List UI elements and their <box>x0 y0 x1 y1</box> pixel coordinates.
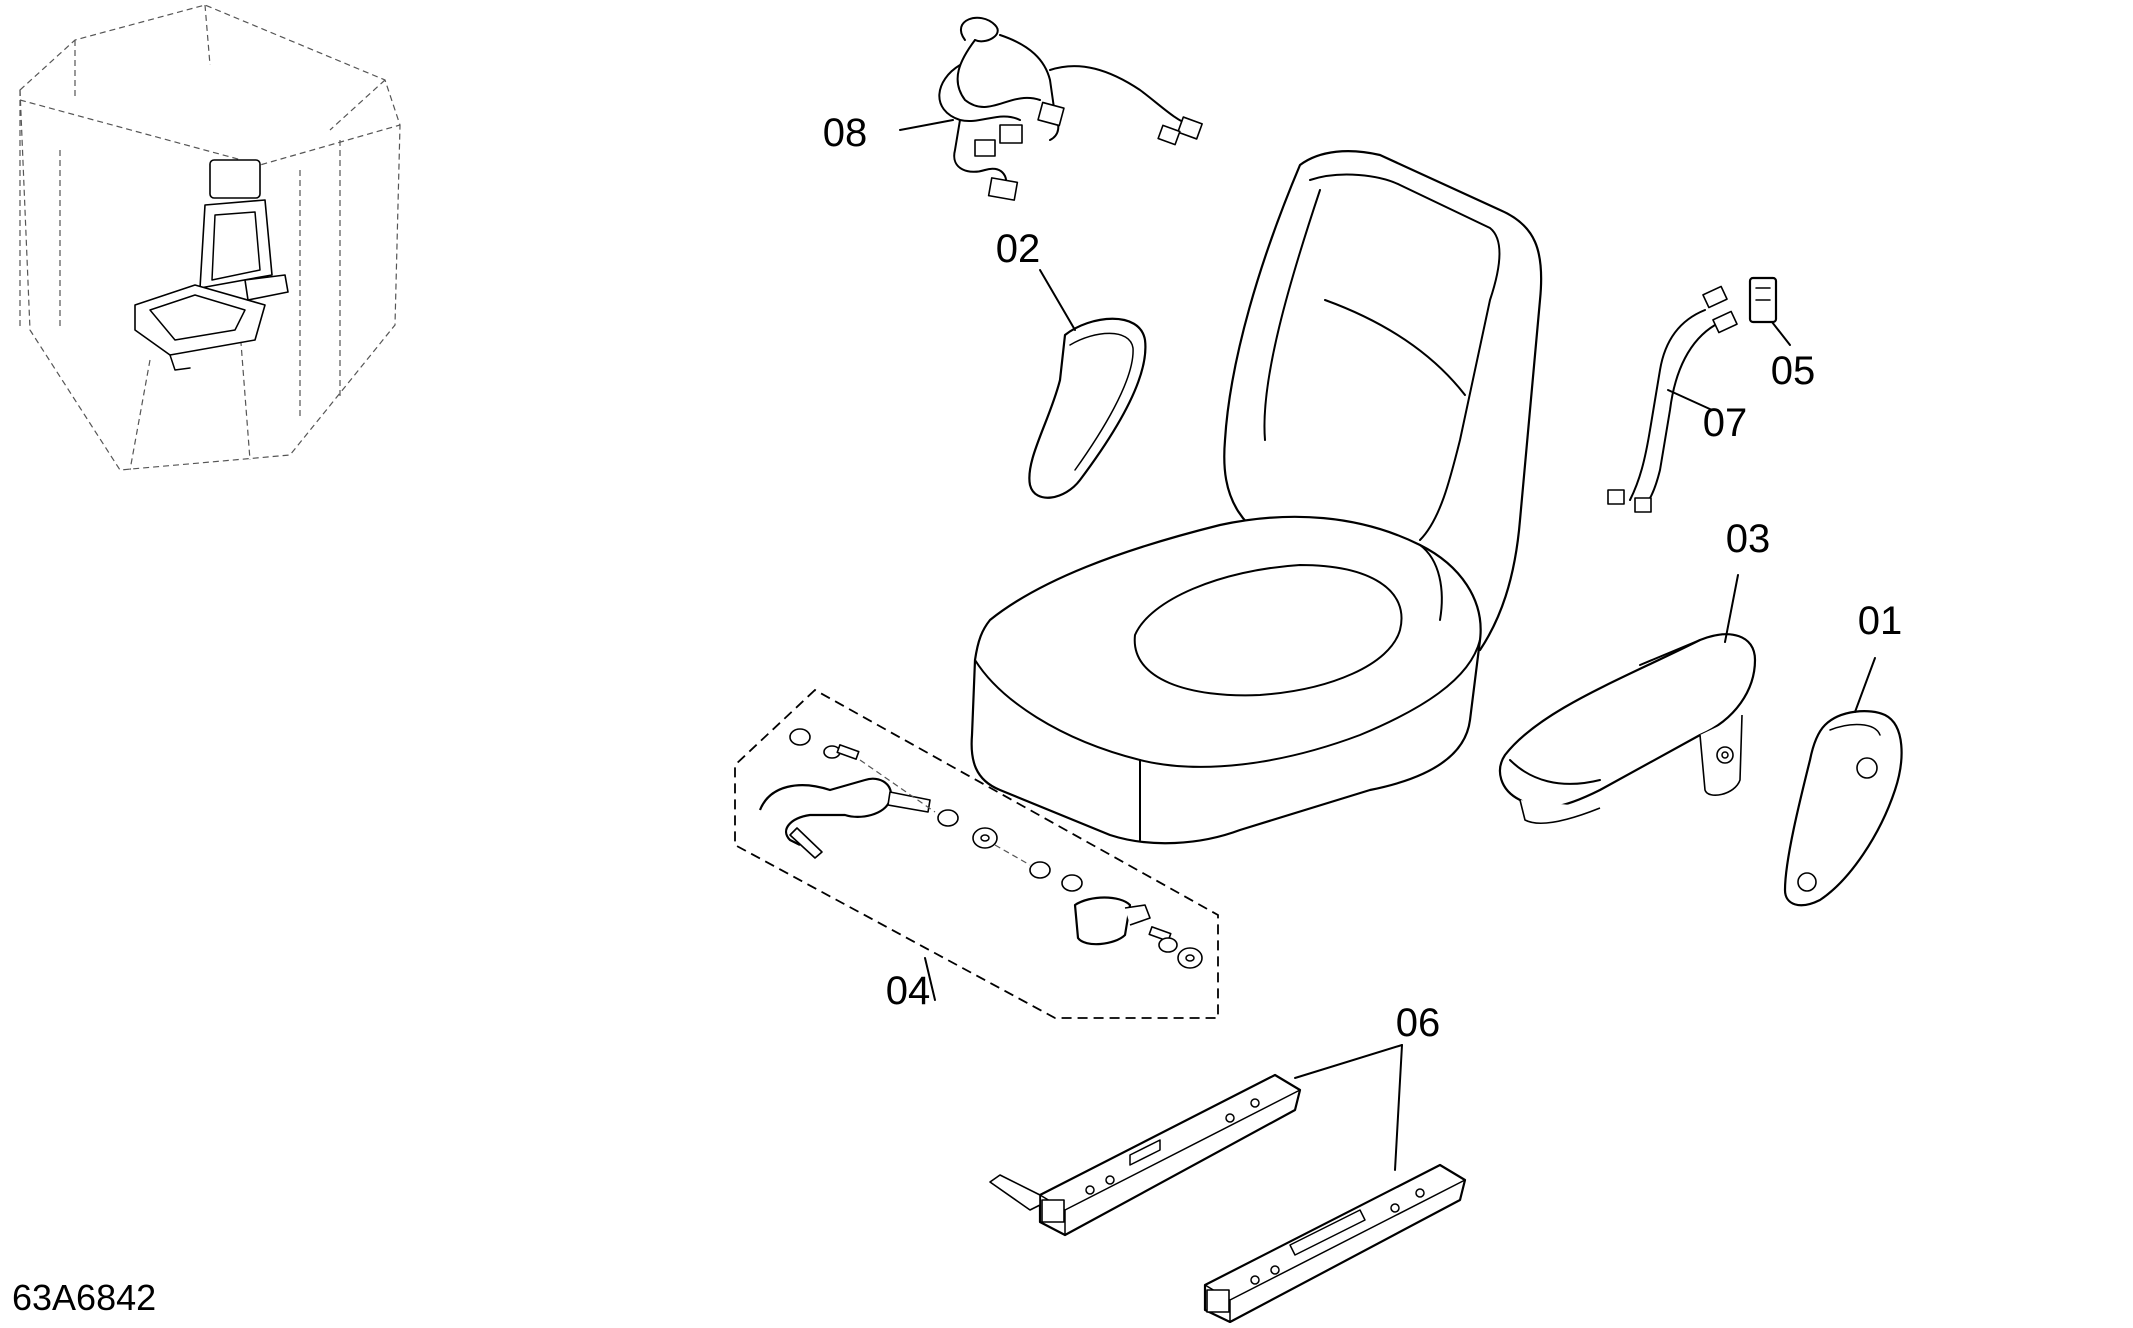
mini-seat <box>134 159 289 371</box>
callout-02: 02 <box>996 227 1041 271</box>
leader-06 <box>1771 321 1791 346</box>
armrest-part <box>1498 633 1757 824</box>
cab-overview-inset <box>19 4 401 471</box>
callout-08: 08 <box>823 111 868 155</box>
drawing-id: 63A6842 <box>12 1277 156 1318</box>
callout-06: 05 <box>1771 349 1816 393</box>
callout-05: 06 <box>1396 1001 1441 1045</box>
seat-cushion-shell-part <box>1783 710 1903 907</box>
seat-main-part <box>970 150 1543 845</box>
harness-main-part <box>938 16 1203 201</box>
seat-belt-kit-part <box>734 688 1219 1019</box>
leader-02 <box>1039 269 1076 331</box>
seat-slide-rails-part <box>989 1073 1467 1324</box>
leader-05b <box>1394 1044 1403 1171</box>
leader-08 <box>899 119 954 131</box>
callout-03: 03 <box>1726 517 1771 561</box>
callout-07: 07 <box>1703 401 1748 445</box>
leader-01 <box>1854 657 1876 713</box>
callout-04: 04 <box>886 969 931 1013</box>
side-cover-left-part <box>1028 317 1147 499</box>
leader-05a <box>1294 1044 1403 1079</box>
leader-03 <box>1724 574 1739 643</box>
callout-01: 01 <box>1858 599 1903 643</box>
switch-part <box>1748 276 1778 324</box>
leader-07 <box>1667 389 1713 411</box>
harness-small-part <box>1607 285 1738 513</box>
leader-04 <box>924 957 936 1001</box>
